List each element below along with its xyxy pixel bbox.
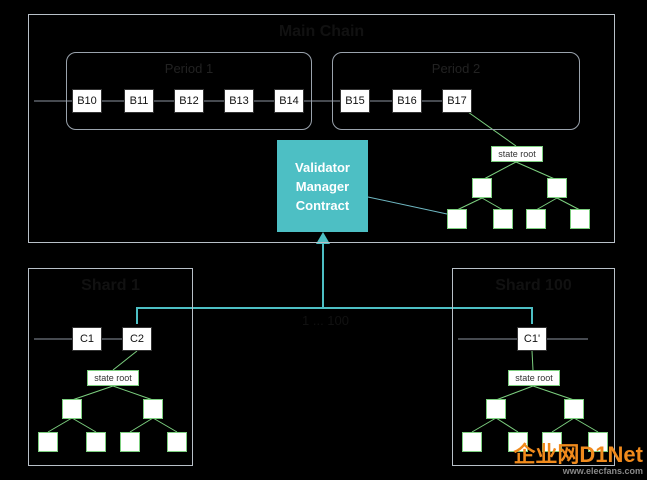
shard-1-tree-leaf — [120, 432, 140, 452]
watermark-text: 企业网D1Net — [513, 442, 643, 467]
shard-1-tree-leaf — [38, 432, 58, 452]
shard-1-title: Shard 1 — [81, 277, 140, 294]
main-chain-panel — [28, 14, 615, 243]
block-b11: B11 — [124, 89, 154, 113]
block-c1: C1 — [72, 327, 102, 351]
shard-range-label: 1 ... 100 — [302, 313, 349, 328]
shard-1-tree-leaf — [86, 432, 106, 452]
main-tree-leaf — [493, 209, 513, 229]
watermark-logo: 企业网D1Net www.elecfans.com — [513, 442, 643, 477]
vmc-line-1: Validator — [295, 159, 350, 175]
shard-100-tree-leaf — [462, 432, 482, 452]
shard-100-tree-leaf — [588, 432, 608, 452]
period-2-box: Period 2 — [332, 52, 580, 130]
validator-manager-contract: Validator Manager Contract — [277, 140, 368, 232]
main-tree-node — [472, 178, 492, 198]
block-b10: B10 — [72, 89, 102, 113]
shard-100-panel — [452, 268, 615, 466]
block-b12: B12 — [174, 89, 204, 113]
shard-1-tree-node — [62, 399, 82, 419]
shard-1-tree-leaf — [167, 432, 187, 452]
main-chain-title: Main Chain — [278, 23, 365, 40]
period-1-box: Period 1 — [66, 52, 312, 130]
block-b16: B16 — [392, 89, 422, 113]
period-1-label: Period 1 — [164, 61, 214, 76]
main-tree-leaf — [570, 209, 590, 229]
block-b13: B13 — [224, 89, 254, 113]
shard-100-state-root: state root — [508, 370, 560, 386]
shard-1-tree-node — [143, 399, 163, 419]
block-c1-prime: C1' — [517, 327, 547, 351]
block-b15: B15 — [340, 89, 370, 113]
shard-1-state-root: state root — [87, 370, 139, 386]
vmc-line-3: Contract — [295, 197, 350, 213]
shard-1-panel — [28, 268, 193, 466]
vmc-line-2: Manager — [295, 178, 350, 194]
main-tree-leaf — [526, 209, 546, 229]
watermark-sub: www.elecfans.com — [562, 466, 643, 476]
shard-100-tree-node — [564, 399, 584, 419]
block-c2: C2 — [122, 327, 152, 351]
shard-100-title: Shard 100 — [495, 277, 572, 294]
block-b17: B17 — [442, 89, 472, 113]
main-tree-node — [547, 178, 567, 198]
period-2-label: Period 2 — [431, 61, 481, 76]
shard-100-tree-leaf — [542, 432, 562, 452]
shard-100-tree-leaf — [508, 432, 528, 452]
block-b14: B14 — [274, 89, 304, 113]
shard-100-tree-node — [486, 399, 506, 419]
main-tree-leaf — [447, 209, 467, 229]
main-state-root: state root — [491, 146, 543, 162]
